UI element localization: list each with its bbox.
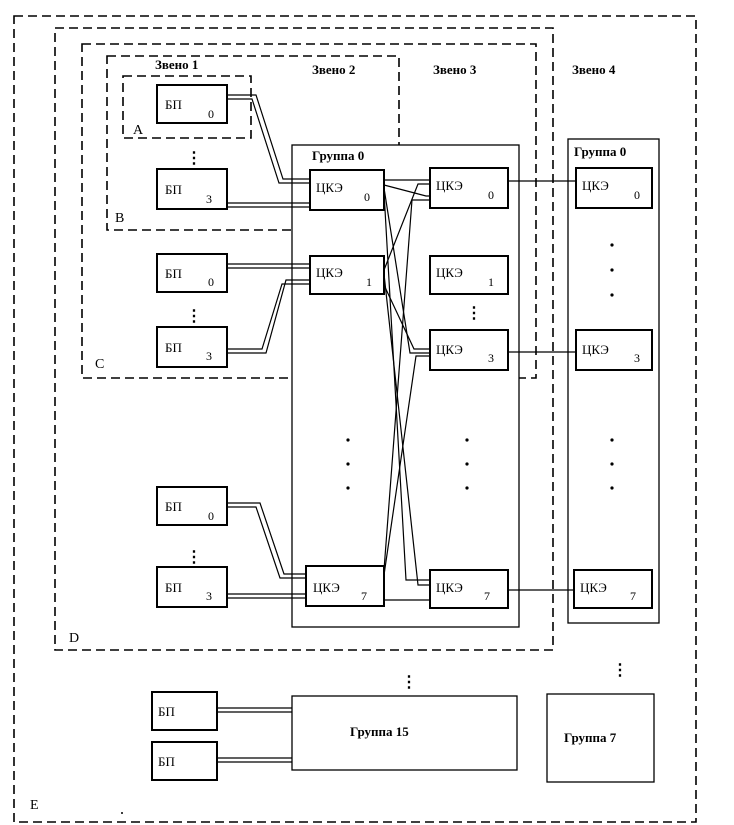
group-15-block: Группа 15 — [291, 695, 518, 771]
svg-text:0: 0 — [208, 107, 214, 121]
svg-text:3: 3 — [488, 351, 494, 365]
zone-label-c: C — [95, 357, 104, 372]
region-b — [106, 55, 400, 231]
svg-text:БП: БП — [165, 580, 182, 595]
cke-block: ЦКЭ 3 — [429, 329, 509, 371]
bp-block: БП 0 — [156, 486, 228, 526]
svg-text:3: 3 — [206, 349, 212, 363]
bp-block: БП — [151, 741, 218, 781]
svg-text:ЦКЭ: ЦКЭ — [316, 180, 343, 195]
svg-text:БП: БП — [158, 704, 175, 719]
svg-text:БП: БП — [165, 97, 182, 112]
header-link-2: Звено 2 — [312, 62, 355, 77]
cke-block: ЦКЭ 0 — [309, 169, 385, 211]
svg-text:7: 7 — [361, 589, 367, 603]
continuation-dots — [121, 243, 614, 814]
cke-block: ЦКЭ 7 — [305, 565, 385, 607]
zone-label-b: B — [115, 211, 124, 226]
svg-text:⋮: ⋮ — [466, 305, 482, 322]
svg-text:ЦКЭ: ЦКЭ — [582, 178, 609, 193]
svg-text:ЦКЭ: ЦКЭ — [580, 580, 607, 595]
group-0-right-title: Группа 0 — [574, 144, 626, 159]
svg-text:3: 3 — [206, 589, 212, 603]
svg-text:⋮: ⋮ — [401, 674, 417, 691]
svg-text:7: 7 — [630, 589, 636, 603]
svg-text:ЦКЭ: ЦКЭ — [582, 342, 609, 357]
svg-text:1: 1 — [366, 275, 372, 289]
svg-text:⋮: ⋮ — [612, 662, 628, 679]
group-0-right-frame — [567, 138, 660, 624]
group-0-left-frame — [291, 144, 520, 628]
cke-block: ЦКЭ 0 — [429, 167, 509, 209]
svg-text:ЦКЭ: ЦКЭ — [436, 178, 463, 193]
zone-label-d: D — [69, 631, 79, 646]
vertical-ellipsis: ⋮ ⋮ ⋮ ⋮ ⋮ ⋮ — [186, 150, 628, 691]
region-a — [122, 75, 252, 139]
svg-text:0: 0 — [364, 190, 370, 204]
svg-text:ЦКЭ: ЦКЭ — [313, 580, 340, 595]
svg-text:7: 7 — [484, 589, 490, 603]
svg-text:Группа 15: Группа 15 — [350, 724, 409, 739]
bp-block: БП 3 — [156, 326, 228, 368]
svg-text:3: 3 — [634, 351, 640, 365]
cke-block: ЦКЭ 3 — [575, 329, 653, 371]
svg-text:⋮: ⋮ — [186, 549, 202, 566]
svg-text:0: 0 — [208, 509, 214, 523]
svg-text:0: 0 — [208, 275, 214, 289]
svg-text:БП: БП — [165, 182, 182, 197]
svg-text:ЦКЭ: ЦКЭ — [436, 342, 463, 357]
svg-text:0: 0 — [634, 188, 640, 202]
zone-label-e: E — [30, 798, 39, 813]
bp-block: БП 0 — [156, 84, 228, 124]
cke-block: ЦКЭ 1 — [309, 255, 385, 295]
svg-text:ЦКЭ: ЦКЭ — [316, 265, 343, 280]
bp-block: БП 3 — [156, 168, 228, 210]
svg-text:⋮: ⋮ — [186, 308, 202, 325]
group-0-left-title: Группа 0 — [312, 148, 364, 163]
cke-block: ЦКЭ 7 — [429, 569, 509, 609]
svg-text:БП: БП — [165, 340, 182, 355]
svg-text:⋮: ⋮ — [186, 150, 202, 167]
svg-text:БП: БП — [165, 499, 182, 514]
svg-text:ЦКЭ: ЦКЭ — [436, 580, 463, 595]
header-link-3: Звено 3 — [433, 62, 477, 77]
svg-text:Группа 7: Группа 7 — [564, 730, 617, 745]
header-link-4: Звено 4 — [572, 62, 616, 77]
svg-text:0: 0 — [488, 188, 494, 202]
svg-text:ЦКЭ: ЦКЭ — [436, 265, 463, 280]
bp-block: БП 0 — [156, 253, 228, 293]
header-link-1: Звено 1 — [155, 57, 198, 72]
svg-text:БП: БП — [158, 754, 175, 769]
svg-text:БП: БП — [165, 266, 182, 281]
group-7-block: Группа 7 — [546, 693, 655, 783]
svg-text:3: 3 — [206, 192, 212, 206]
cke-block: ЦКЭ 1 — [429, 255, 509, 295]
zone-label-a: A — [133, 123, 144, 138]
connection-wires — [217, 94, 576, 763]
cke-block: ЦКЭ 7 — [573, 569, 653, 609]
bp-block: БП 3 — [156, 566, 228, 608]
svg-text:1: 1 — [488, 275, 494, 289]
region-e — [13, 15, 697, 823]
cke-block: ЦКЭ 0 — [575, 167, 653, 209]
bp-block: БП — [151, 691, 218, 731]
